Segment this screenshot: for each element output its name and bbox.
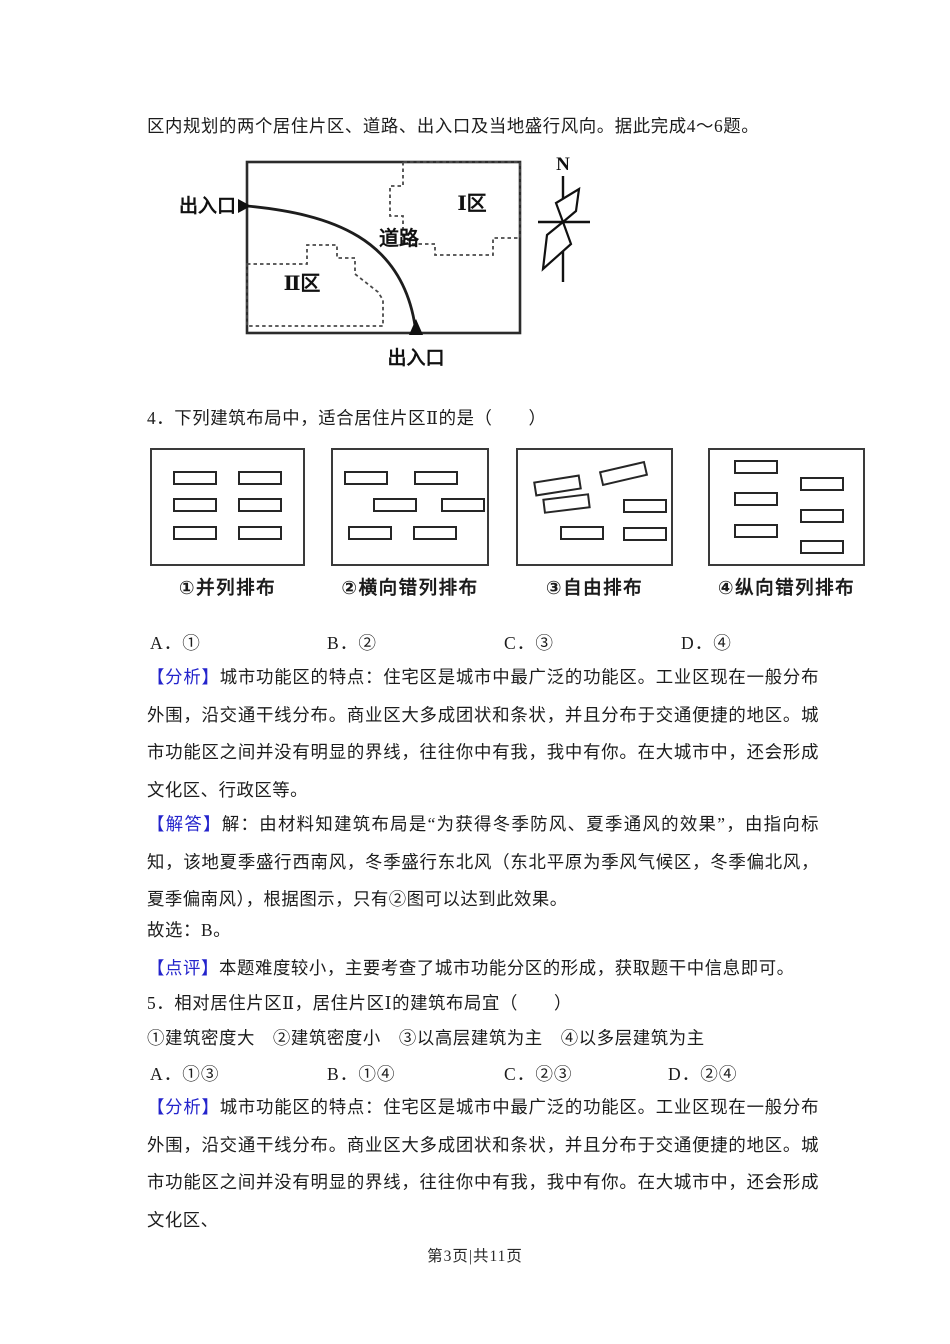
answer-tag: 【解答】 xyxy=(147,814,222,834)
building-block xyxy=(623,527,667,541)
zone-one-outline xyxy=(389,161,521,256)
building-block xyxy=(598,460,649,487)
building-block xyxy=(344,471,388,485)
q4-choice-d: D．④ xyxy=(681,633,732,653)
zone-one-label: Ⅰ区 xyxy=(457,193,486,215)
building-block xyxy=(800,477,844,491)
building-block xyxy=(238,471,282,485)
question-5-stem: 5．相对居住片区Ⅱ，居住片区Ⅰ的建筑布局宜（ ） xyxy=(147,993,572,1013)
layout-caption-4: ④纵向错列排布 xyxy=(717,577,856,598)
building-block xyxy=(533,474,582,497)
building-block xyxy=(560,526,604,540)
q4-answer: 【解答】解：由材料知建筑布局是“为获得冬季防风、夏季通风的效果”，由指向标知，该… xyxy=(147,806,819,919)
entrance-bottom-arrow-icon xyxy=(409,319,423,335)
site-boundary xyxy=(245,160,522,335)
analysis-tag: 【分析】 xyxy=(147,667,220,687)
entrance-bottom-label: 出入口 xyxy=(387,346,444,369)
building-block xyxy=(373,498,417,512)
q5-choice-a: A．①③ xyxy=(150,1064,220,1084)
q4-analysis-text: 城市功能区的特点：住宅区是城市中最广泛的功能区。工业区现在一般分布外围，沿交通干… xyxy=(147,667,819,800)
building-block xyxy=(623,499,667,513)
building-block xyxy=(348,526,392,540)
page-number-footer: 第3页|共11页 xyxy=(427,1248,523,1265)
q5-analysis-text: 城市功能区的特点：住宅区是城市中最广泛的功能区。工业区现在一般分布外围，沿交通干… xyxy=(147,1097,819,1230)
building-block xyxy=(542,493,591,514)
q4-answer-text: 解：由材料知建筑布局是“为获得冬季防风、夏季通风的效果”，由指向标知，该地夏季盛… xyxy=(147,814,819,910)
q4-conclusion: 故选：B。 xyxy=(147,920,232,940)
building-block xyxy=(173,526,217,540)
analysis-tag: 【分析】 xyxy=(147,1097,220,1117)
building-block xyxy=(734,460,778,474)
zone-two-label: Ⅱ区 xyxy=(284,273,321,295)
building-block xyxy=(734,492,778,506)
q5-choice-d: D．②④ xyxy=(668,1064,738,1084)
road-curve xyxy=(246,204,418,334)
layout-diagram-parallel xyxy=(150,448,305,566)
building-block xyxy=(173,471,217,485)
wind-rose-sw-lobe xyxy=(541,220,573,272)
q5-analysis: 【分析】城市功能区的特点：住宅区是城市中最广泛的功能区。工业区现在一般分布外围，… xyxy=(147,1089,819,1239)
building-block xyxy=(238,498,282,512)
q4-comment-text: 本题难度较小，主要考查了城市功能分区的形成，获取题干中信息即可。 xyxy=(218,958,795,978)
compass-wind-rose-icon: N xyxy=(538,154,590,282)
layout-caption-1: ①并列排布 xyxy=(178,577,277,598)
entrance-left-label: 出入口 xyxy=(179,194,236,217)
wind-rose-ne-lobe xyxy=(554,186,581,224)
entrance-left-arrow-icon xyxy=(238,199,251,213)
layout-caption-2: ②横向错列排布 xyxy=(341,577,479,598)
q4-choice-b: B．② xyxy=(327,633,377,653)
q5-choice-b: B．①④ xyxy=(327,1064,396,1084)
road-label: 道路 xyxy=(379,226,420,250)
layout-caption-3: ③自由排布 xyxy=(545,577,644,598)
layout-diagram-v-staggered xyxy=(708,448,865,566)
intro-text: 区内规划的两个居住片区、道路、出入口及当地盛行风向。据此完成4～6题。 xyxy=(147,116,760,136)
zone-two-outline xyxy=(246,244,384,327)
building-block xyxy=(800,540,844,554)
question-4-stem: 4．下列建筑布局中，适合居住片区Ⅱ的是（ ） xyxy=(147,408,547,428)
building-block xyxy=(800,509,844,523)
building-block xyxy=(238,526,282,540)
q5-choice-c: C．②③ xyxy=(504,1064,573,1084)
q5-sub-options: ①建筑密度大 ②建筑密度小 ③以高层建筑为主 ④以多层建筑为主 xyxy=(147,1028,705,1048)
q4-choice-c: C．③ xyxy=(504,633,554,653)
building-block xyxy=(413,526,457,540)
building-block xyxy=(173,498,217,512)
site-plan-figure: 出入口 出入口 道路 Ⅰ区 Ⅱ区 N xyxy=(179,154,590,369)
compass-north-label: N xyxy=(556,154,570,175)
q4-comment: 【点评】本题难度较小，主要考查了城市功能分区的形成，获取题干中信息即可。 xyxy=(147,956,795,980)
q4-analysis: 【分析】城市功能区的特点：住宅区是城市中最广泛的功能区。工业区现在一般分布外围，… xyxy=(147,659,819,809)
layout-diagram-free xyxy=(516,448,673,566)
building-block xyxy=(734,524,778,538)
q4-choice-a: A．① xyxy=(150,633,201,653)
comment-tag: 【点评】 xyxy=(147,958,219,978)
building-block xyxy=(414,471,458,485)
building-block xyxy=(441,498,485,512)
layout-diagram-h-staggered xyxy=(331,448,489,566)
